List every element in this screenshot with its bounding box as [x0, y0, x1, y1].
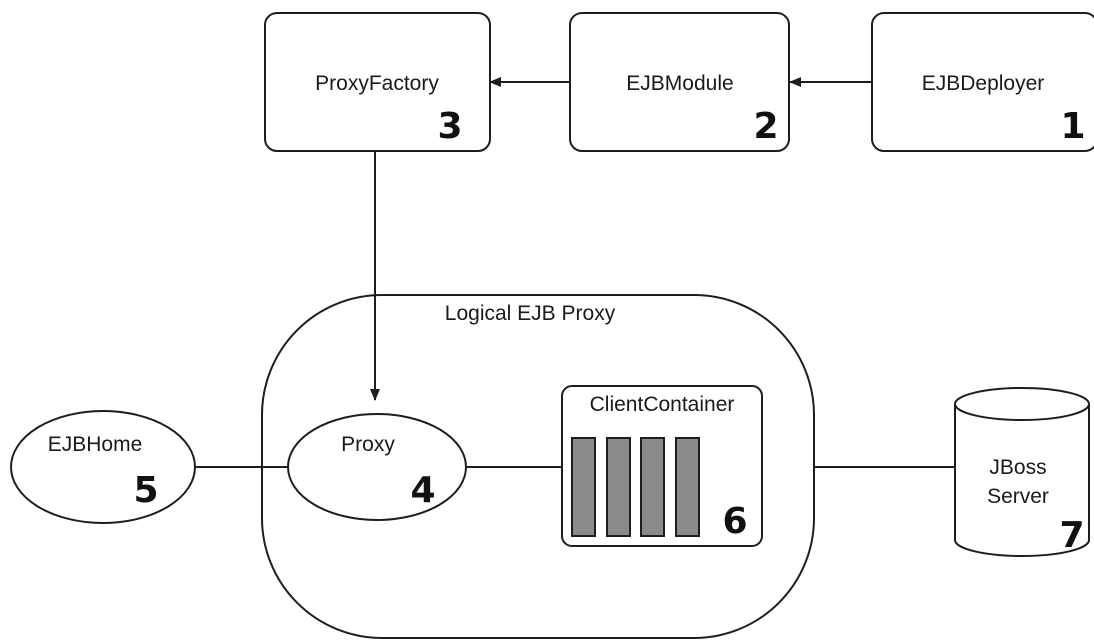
ejb-home-number: 5	[133, 470, 158, 511]
ejb-deployer-number: 1	[1060, 106, 1085, 147]
logical-ejb-proxy-label: Logical EJB Proxy	[445, 302, 616, 325]
jboss-server-label-line2: Server	[987, 485, 1049, 508]
jboss-server-label-line1: JBoss	[989, 456, 1046, 479]
proxy-factory-label: ProxyFactory	[315, 72, 439, 95]
node-client-container: ClientContainer 6	[561, 385, 763, 547]
node-ejb-home: EJBHome 5	[10, 410, 196, 524]
client-container-label: ClientContainer	[590, 393, 735, 416]
node-proxy-factory: ProxyFactory 3	[264, 12, 491, 152]
container-bar	[675, 437, 700, 537]
container-bar	[640, 437, 665, 537]
ejb-module-label: EJBModule	[626, 72, 733, 95]
node-logical-ejb-proxy: Logical EJB Proxy	[261, 294, 815, 639]
ejb-deployer-label: EJBDeployer	[922, 72, 1045, 95]
ejb-module-number: 2	[753, 106, 778, 147]
ejb-home-label: EJBHome	[48, 433, 143, 456]
jboss-server-number: 7	[1059, 515, 1084, 556]
proxy-label: Proxy	[341, 433, 395, 456]
container-bar	[606, 437, 631, 537]
node-ejb-deployer: EJBDeployer 1	[871, 12, 1094, 152]
node-jboss-server: JBoss Server 7	[954, 387, 1090, 557]
proxy-factory-number: 3	[437, 106, 462, 147]
client-container-number: 6	[722, 501, 747, 542]
node-proxy: Proxy 4	[287, 413, 467, 521]
node-ejb-module: EJBModule 2	[569, 12, 790, 152]
proxy-number: 4	[410, 470, 435, 511]
container-bar	[571, 437, 596, 537]
